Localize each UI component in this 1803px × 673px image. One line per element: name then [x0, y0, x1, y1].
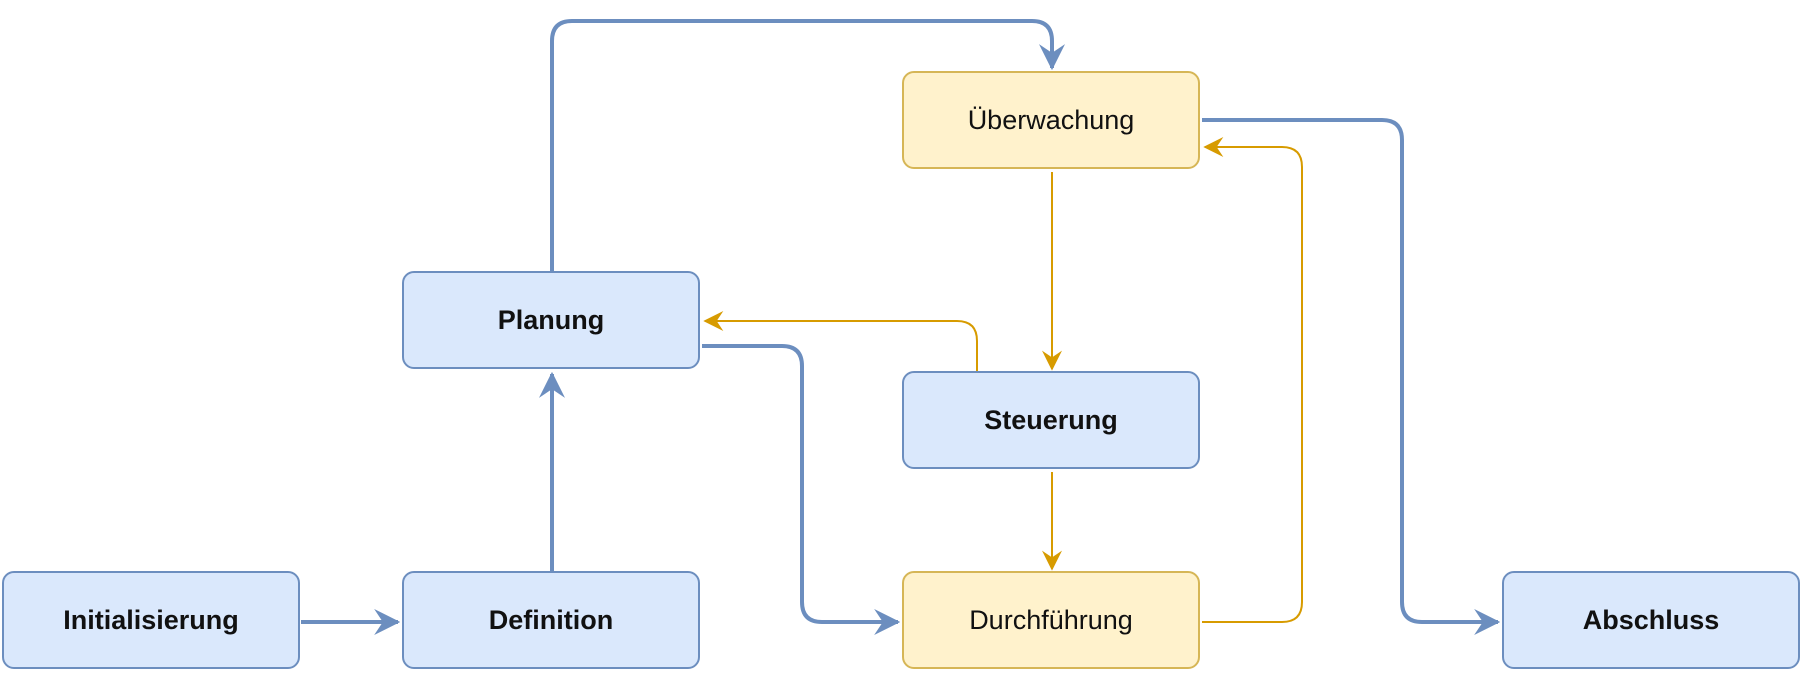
node-label: Abschluss	[1582, 604, 1720, 635]
node-ueberwachung[interactable]: Überwachung	[902, 71, 1200, 169]
edge-planung-ueberwachung	[550, 19, 1065, 271]
node-label: Planung	[497, 304, 605, 335]
node-label: Durchführung	[969, 604, 1133, 635]
node-label: Definition	[488, 604, 614, 635]
edge-planung-durchfuehrung	[702, 344, 901, 635]
node-initialisierung[interactable]: Initialisierung	[2, 571, 300, 669]
node-label: Überwachung	[967, 104, 1135, 135]
node-label: Initialisierung	[63, 604, 239, 635]
node-planung[interactable]: Planung	[402, 271, 700, 369]
edge-steuerung-planung	[703, 311, 978, 371]
node-definition[interactable]: Definition	[402, 571, 700, 669]
node-steuerung[interactable]: Steuerung	[902, 371, 1200, 469]
edge-durchfuehrung-ueberwachung	[1202, 137, 1303, 623]
edge-ueberwachung-abschluss	[1202, 118, 1501, 635]
node-durchfuehrung[interactable]: Durchführung	[902, 571, 1200, 669]
node-abschluss[interactable]: Abschluss	[1502, 571, 1800, 669]
node-label: Steuerung	[984, 404, 1118, 435]
